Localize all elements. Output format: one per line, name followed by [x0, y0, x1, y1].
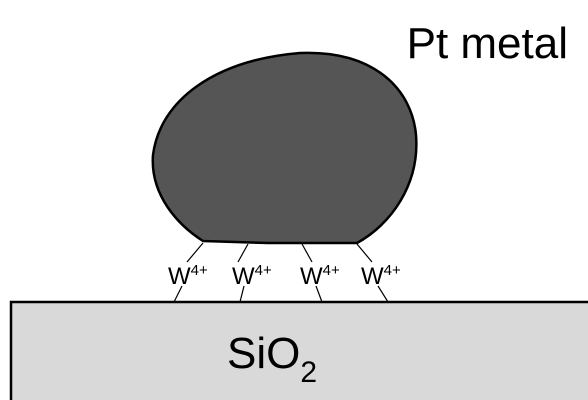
bond-line	[239, 285, 245, 303]
bond-line	[315, 285, 323, 303]
bond-line	[173, 285, 183, 303]
bond-line	[186, 242, 204, 263]
pt-particle	[151, 51, 418, 245]
ion-label: W4+	[232, 262, 272, 290]
bond-lines	[173, 242, 389, 303]
bond-line	[356, 243, 373, 263]
sio2-label: SiO2	[227, 329, 317, 389]
sio2-substrate	[9, 300, 588, 400]
ion-label: W4+	[361, 262, 401, 290]
bond-line	[377, 285, 389, 303]
bond-line	[301, 243, 313, 263]
bond-line	[237, 243, 249, 263]
pt-metal-label: Pt metal	[407, 19, 568, 68]
ion-label: W4+	[168, 262, 208, 290]
ion-label: W4+	[300, 262, 340, 290]
ion-labels: W4+ W4+ W4+ W4+	[168, 262, 401, 290]
